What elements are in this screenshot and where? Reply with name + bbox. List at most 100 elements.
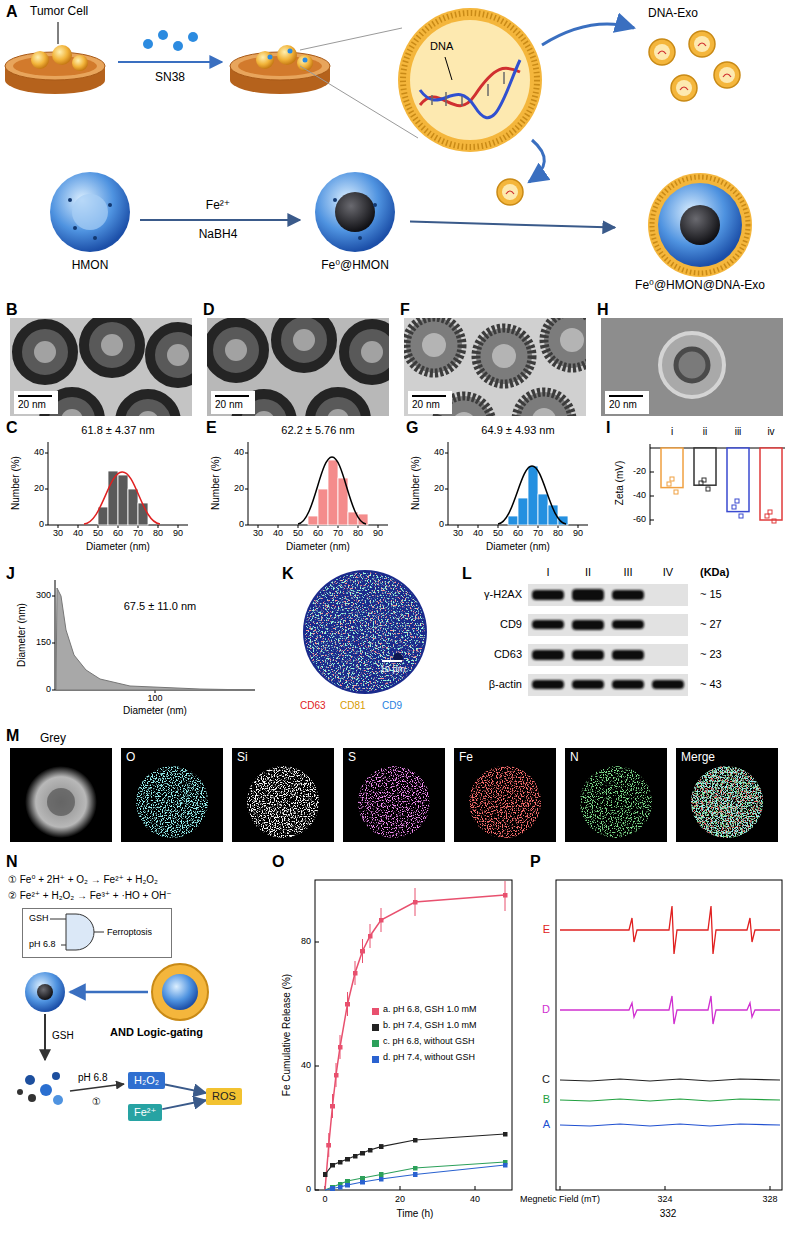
equation: ② Fe²⁺ + H₂O₂ → Fe³⁺ + ·HO + OH⁻ — [8, 890, 171, 902]
panel-letter: D — [203, 300, 215, 319]
hmon-sphere — [50, 172, 130, 252]
element-mapping — [10, 748, 778, 842]
fe-hmon-sphere — [335, 192, 375, 232]
western-blot — [528, 614, 688, 636]
tick-label: 40 — [434, 447, 444, 458]
tem-image — [601, 318, 783, 416]
tem-image — [516, 392, 572, 416]
reagent-label: Fe²⁺ — [206, 198, 230, 212]
tick-label: 40 — [473, 528, 483, 539]
nanoflow-image — [305, 572, 425, 692]
mechanism-illustration — [28, 1094, 36, 1102]
fe-hmon-sphere — [315, 172, 395, 252]
element-mapping — [121, 748, 223, 842]
process-arrow — [162, 1100, 206, 1109]
panel-letter: J — [6, 564, 15, 583]
lane-label: II — [585, 566, 591, 579]
and-gate — [66, 914, 94, 950]
axis-title: 332 — [660, 1208, 677, 1220]
nanoflow-image — [305, 572, 425, 692]
size-distribution-chart — [52, 580, 255, 693]
histogram — [245, 453, 378, 528]
species-box: H₂O₂ — [128, 1072, 165, 1089]
exosome-icons — [714, 62, 740, 88]
node-text: pH 6.8 — [29, 939, 56, 950]
western-blot — [572, 680, 604, 689]
fe-hmon-sphere — [315, 172, 395, 252]
axis-title: Diameter (nm) — [123, 705, 187, 717]
tick-label: 324 — [657, 1194, 672, 1205]
panel-letter: F — [400, 300, 410, 319]
western-blot — [612, 650, 644, 660]
weight-label: ~ 43 — [700, 678, 722, 691]
tick-label: 60 — [513, 528, 523, 539]
node-text: ROS — [212, 1090, 236, 1103]
zeta-bar-chart — [650, 444, 785, 525]
element-mapping — [25, 766, 97, 838]
western-blot — [572, 650, 604, 660]
zeta-bar-chart — [674, 490, 678, 494]
lane-label: I — [546, 566, 549, 579]
chart-title: 67.5 ± 11.0 nm — [124, 600, 197, 613]
histogram — [508, 466, 568, 525]
zeta-bar-chart — [760, 448, 782, 520]
tem-image — [276, 318, 332, 368]
element-mapping — [247, 766, 319, 838]
release-chart — [315, 880, 512, 1190]
panel-letter: O — [272, 852, 284, 871]
western-blot — [532, 680, 564, 689]
mechanism-illustration — [152, 964, 208, 1020]
culture-dish — [52, 45, 72, 65]
tick-label: 0 — [46, 684, 51, 695]
chart-title: 64.9 ± 4.93 nm — [481, 424, 554, 437]
tick-label: 150 — [36, 637, 51, 648]
reagent-label: NaBH4 — [199, 227, 238, 241]
histogram — [298, 457, 366, 524]
culture-dish — [5, 45, 105, 94]
legend-swatch — [372, 1040, 379, 1047]
process-arrow — [118, 61, 222, 63]
release-chart — [329, 881, 505, 1157]
axis-title: Zeta (mV) — [614, 461, 626, 505]
exosome-illustration — [398, 8, 542, 152]
tem-image — [310, 392, 366, 416]
zeta-bar-chart — [727, 448, 749, 512]
zeta-bar-chart — [667, 477, 776, 523]
species-box: ROS — [206, 1088, 242, 1105]
callout-text: GSH — [52, 1030, 74, 1042]
histogram — [308, 516, 318, 525]
tick-label: 70 — [533, 528, 543, 539]
exosome-illustration — [403, 13, 537, 147]
panel-letter: B — [6, 300, 18, 319]
process-arrow — [529, 140, 544, 182]
hmon-sphere — [73, 226, 77, 230]
zeta-bar-chart — [732, 505, 736, 509]
channel-label: Merge — [681, 750, 715, 764]
mechanism-illustration — [44, 1014, 46, 1060]
tem-image — [10, 318, 192, 416]
zeta-bar-chart — [768, 510, 772, 514]
panel-letter: G — [406, 418, 418, 437]
tick-label: 90 — [373, 528, 383, 539]
epr-spectra — [560, 1124, 780, 1126]
fe-hmon-sphere — [358, 236, 362, 240]
tem-image — [601, 318, 783, 416]
scale-bar — [14, 391, 58, 414]
culture-dish — [230, 45, 330, 94]
western-blot — [532, 589, 684, 689]
tick-label: 90 — [173, 528, 183, 539]
tick-label: 40 — [273, 528, 283, 539]
node-text: Fe²⁺ — [134, 1106, 156, 1119]
trace-label: D — [542, 1003, 550, 1016]
nanoflow-image — [382, 660, 402, 662]
legend-text: c. pH 6.8, without GSH — [383, 1036, 475, 1047]
panel-letter: M — [6, 726, 19, 745]
epr-spectra — [556, 880, 782, 1190]
element-mapping — [358, 766, 430, 838]
tick-label: 90 — [573, 528, 583, 539]
panel-letter: I — [606, 418, 610, 437]
tick-label: 80 — [353, 528, 363, 539]
zeta-bar-chart — [702, 478, 706, 482]
fe-hmon-exo-sphere — [648, 173, 752, 277]
